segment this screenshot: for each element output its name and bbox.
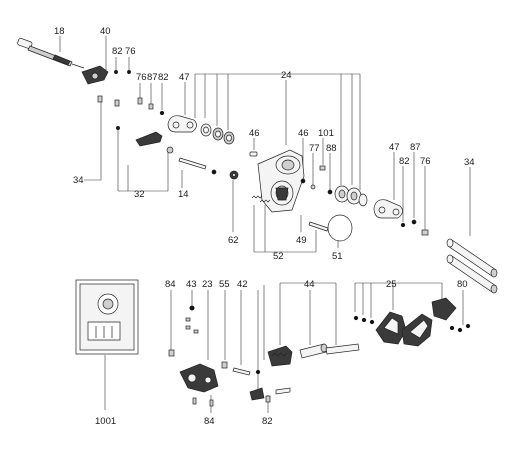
callout-23: 23 [202, 279, 213, 290]
callout-82: 82 [158, 72, 169, 83]
callout-24: 24 [281, 70, 292, 81]
callout-84: 84 [204, 416, 215, 427]
callout-52: 52 [273, 251, 284, 262]
callout-14: 14 [178, 189, 189, 200]
part-49-pin [308, 221, 329, 232]
part-24-bearings-left [200, 123, 235, 145]
callout-labels: 18 40 82 76 76 87 82 47 24 46 46 101 77 … [54, 26, 475, 427]
callout-76: 76 [125, 46, 136, 57]
part-spring-gear [267, 345, 293, 367]
callout-43: 43 [186, 279, 197, 290]
part-small-screws-top [114, 70, 165, 116]
callout-32: 32 [134, 189, 145, 200]
callout-40: 40 [100, 26, 111, 37]
part-52-springs [251, 195, 271, 203]
part-80-screws [449, 323, 471, 333]
callout-87: 87 [147, 72, 158, 83]
callout-84: 84 [165, 279, 176, 290]
callout-62: 62 [228, 235, 239, 246]
part-84-screw [168, 349, 175, 357]
part-23-bracket [179, 363, 219, 407]
callout-88: 88 [326, 143, 337, 154]
part-43-screw [185, 305, 199, 334]
callout-80: 80 [457, 279, 468, 290]
callout-42: 42 [237, 279, 248, 290]
callout-34: 34 [73, 175, 84, 186]
leader-lines [59, 36, 471, 413]
callout-34: 34 [464, 157, 475, 168]
part-34-rods-right [446, 238, 498, 294]
part-46-small-pin [249, 151, 258, 157]
callout-101: 101 [318, 128, 334, 139]
part-82-screw-lower [249, 387, 291, 403]
part-25-guards [353, 297, 457, 347]
part-55-42-pins [221, 361, 261, 376]
part-24-bearings-right [334, 185, 368, 207]
callout-76: 76 [420, 156, 431, 167]
callout-49: 49 [296, 235, 307, 246]
part-101-77-88-small [300, 165, 333, 195]
callout-87: 87 [410, 142, 421, 153]
part-62-gear [211, 169, 239, 180]
callout-46: 46 [298, 128, 309, 139]
callout-82: 82 [399, 156, 410, 167]
part-47-linkage-plate-right [373, 199, 429, 236]
callout-51: 51 [332, 251, 343, 262]
callout-46: 46 [249, 128, 260, 139]
callout-82: 82 [112, 46, 123, 57]
part-32-lever [97, 95, 174, 154]
callout-44: 44 [304, 279, 315, 290]
part-main-housing [257, 149, 305, 213]
part-51-o-ring [327, 214, 353, 242]
callout-47: 47 [179, 72, 190, 83]
callout-1001: 1001 [95, 416, 116, 427]
callout-82: 82 [262, 416, 273, 427]
callout-77: 77 [309, 143, 320, 154]
part-14-pin [178, 157, 207, 170]
callout-76: 76 [136, 72, 147, 83]
callout-55: 55 [219, 279, 230, 290]
callout-47: 47 [389, 142, 400, 153]
part-47-linkage-plate [167, 115, 197, 133]
part-44-sleeve [299, 343, 360, 359]
part-40-switch-lever [81, 65, 109, 85]
part-1001-panel [75, 279, 139, 355]
part-18-rod-assembly [17, 38, 85, 69]
callout-25: 25 [386, 279, 397, 290]
callout-18: 18 [54, 26, 65, 37]
